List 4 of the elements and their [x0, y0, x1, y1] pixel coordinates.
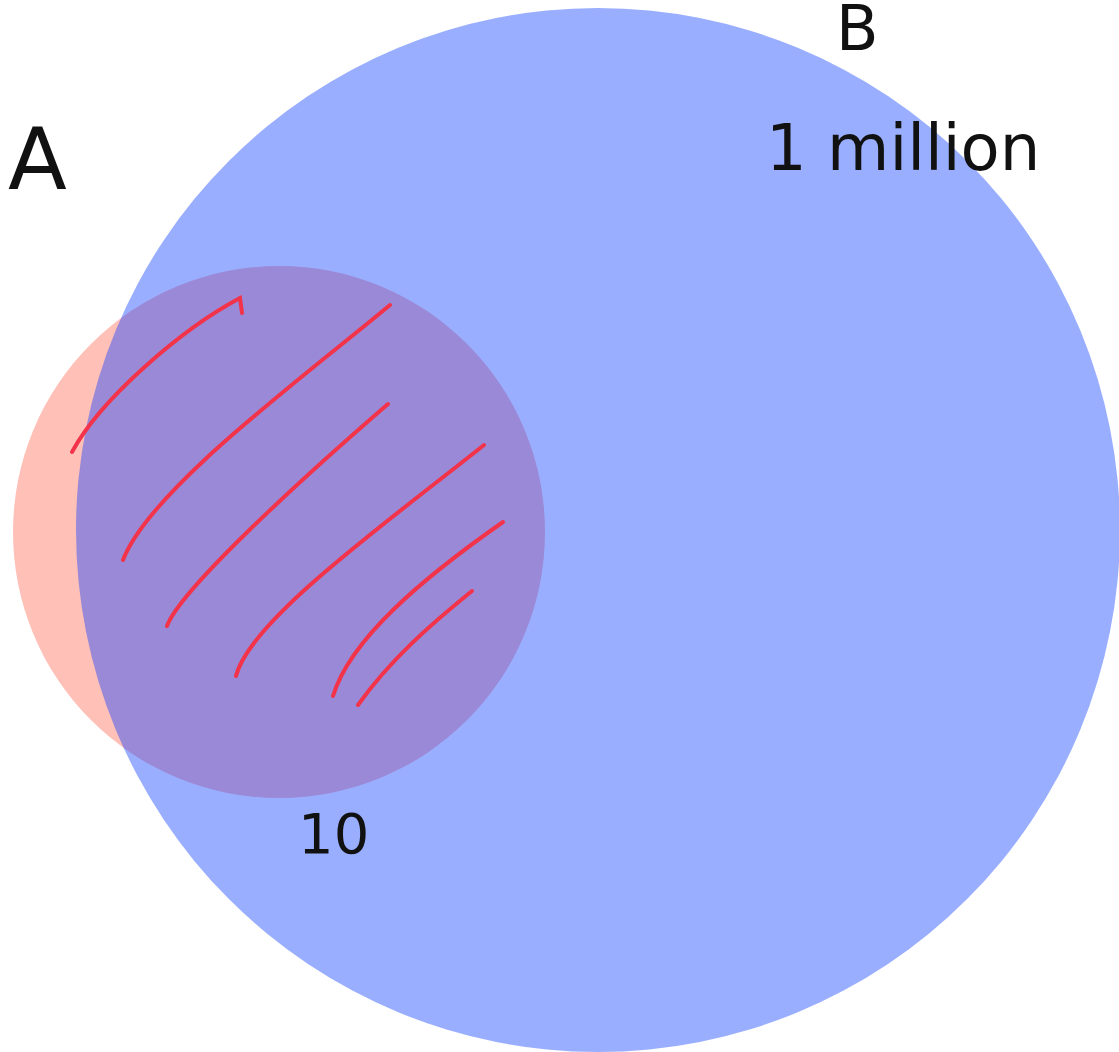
count-label: 10	[298, 806, 370, 862]
set-label: A	[8, 116, 67, 202]
set-label: B	[836, 0, 879, 60]
count-label: 1 million	[766, 116, 1041, 180]
